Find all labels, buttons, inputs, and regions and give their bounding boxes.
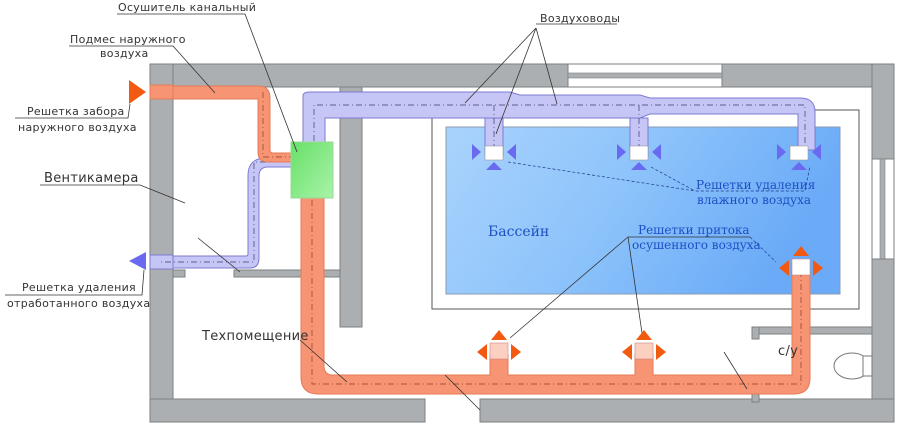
supply-diffuser-2 bbox=[622, 330, 666, 360]
supply-diffuser-1 bbox=[477, 330, 521, 360]
wall-left bbox=[149, 63, 174, 423]
labels: Осушитель канальный Подмес наружного воз… bbox=[7, 1, 815, 359]
humid-air-exhaust-grilles bbox=[472, 144, 821, 170]
leader-lines bbox=[5, 13, 811, 411]
leader-exhaust-grille bbox=[5, 269, 145, 296]
leader-vent-chamber bbox=[40, 184, 186, 204]
dry-air-supply-diffusers bbox=[477, 246, 823, 360]
label-ducts: Воздуховоды bbox=[540, 12, 620, 25]
wall-top-left bbox=[149, 63, 569, 88]
leader-humid-exhaust bbox=[507, 161, 811, 192]
wall-partition-ventchamber bbox=[233, 269, 341, 278]
label-tech-room: Техпомещение bbox=[201, 329, 309, 344]
leader-intake-grille bbox=[15, 103, 131, 119]
blue-arrow-grille-icon bbox=[472, 144, 481, 160]
wall-right-lower bbox=[871, 258, 895, 423]
label-vent-chamber: Вентикамера bbox=[44, 171, 139, 186]
label-dry-supply-1: Решетки притока bbox=[638, 223, 750, 237]
duct-dehumidifier-unit bbox=[290, 141, 334, 199]
exhaust-grille-3 bbox=[777, 144, 821, 170]
wall-bottom-left bbox=[149, 398, 426, 423]
wall-wc-top bbox=[751, 326, 873, 335]
leader-vent-chamber-2 bbox=[197, 237, 241, 273]
wall-wc-stub bbox=[751, 326, 760, 340]
label-intake-grille-1: Решетка забора bbox=[27, 105, 125, 118]
label-humid-exhaust-1: Решетки удаления bbox=[696, 178, 815, 192]
label-wc: с/у bbox=[778, 344, 798, 359]
wall-right-upper bbox=[871, 63, 895, 160]
label-exhaust-grille-1: Решетка удаления bbox=[22, 281, 136, 294]
leader-fresh-air-mix bbox=[69, 45, 216, 94]
window-top bbox=[567, 63, 723, 88]
exhaust-return-duct bbox=[172, 157, 293, 269]
label-dehumidifier: Осушитель канальный bbox=[118, 1, 256, 14]
fresh-air-intake-grille-icon bbox=[129, 80, 146, 104]
exhaust-grille-1 bbox=[472, 144, 516, 170]
label-exhaust-grille-2: отработанного воздуха bbox=[7, 297, 150, 310]
label-dry-supply-2: осушенного воздуха bbox=[632, 238, 761, 252]
intake-wall-sleeve bbox=[149, 84, 174, 100]
building-walls bbox=[149, 63, 895, 423]
fresh-air-mix-duct bbox=[172, 85, 297, 163]
wall-partition-vertical bbox=[339, 86, 363, 328]
wall-stub-left bbox=[172, 269, 186, 278]
label-humid-exhaust-2: влажного воздуха bbox=[697, 193, 811, 207]
exhaust-grille-2 bbox=[617, 144, 661, 170]
wall-bottom-right bbox=[479, 398, 895, 423]
label-fresh-air-mix-1: Подмес наружного bbox=[70, 33, 186, 46]
orange-arrow-diffuser-icon bbox=[491, 330, 507, 340]
label-pool: Бассейн bbox=[488, 224, 549, 240]
leader-tech-room bbox=[299, 339, 348, 383]
wall-top-right bbox=[721, 63, 895, 88]
leader-dehumidifier bbox=[117, 13, 298, 153]
label-fresh-air-mix-2: воздуха bbox=[100, 47, 149, 60]
exhaust-outlet-grille-icon bbox=[129, 252, 146, 270]
supply-diffuser-3 bbox=[779, 246, 823, 276]
label-intake-grille-2: наружного воздуха bbox=[18, 121, 137, 134]
window-right bbox=[871, 158, 895, 260]
toilet-icon bbox=[833, 352, 873, 380]
